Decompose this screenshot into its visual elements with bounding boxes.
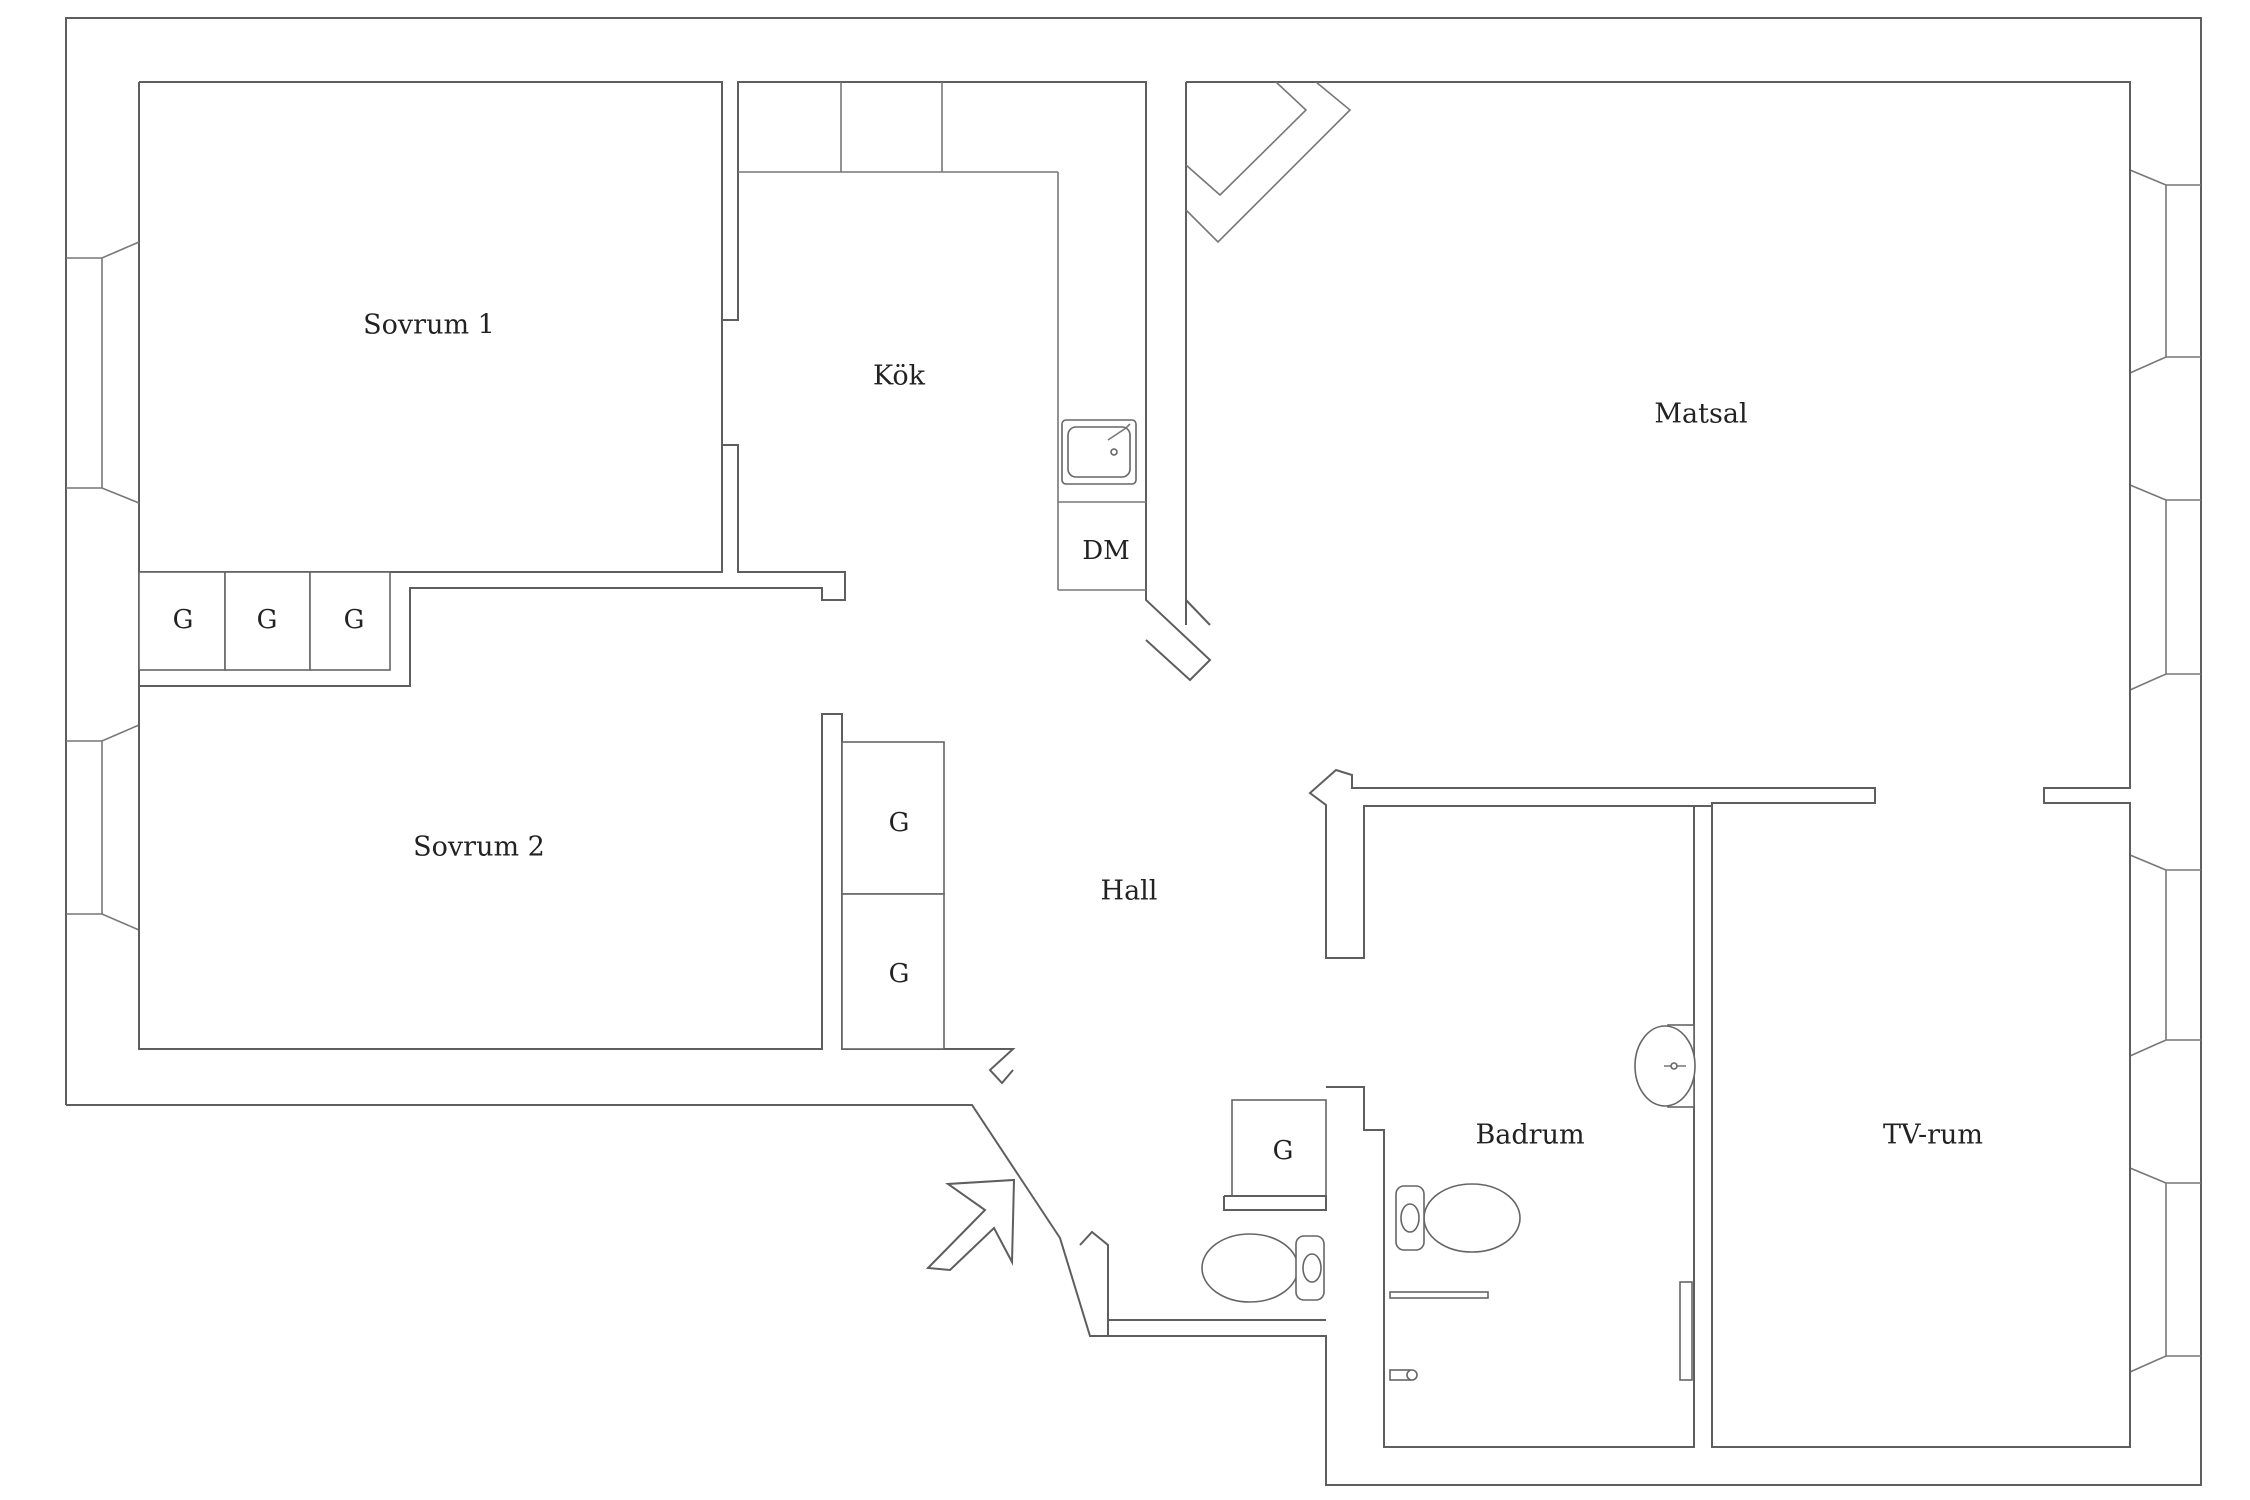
matsal-walls (1185, 81, 2131, 1448)
room-label-sovrum2: Sovrum 2 (413, 832, 545, 863)
closet-label-6: G (1273, 1136, 1294, 1166)
radiator (1679, 1281, 1693, 1381)
closet-label-4: G (889, 808, 910, 838)
room-label-tvrum: TV-rum (1883, 1120, 1983, 1151)
closet-row-top (138, 571, 391, 671)
closet-4 (841, 741, 945, 895)
room-label-badrum: Badrum (1475, 1120, 1584, 1151)
window-right-4 (2129, 1167, 2201, 1373)
kitchen-cabinets (738, 82, 1146, 591)
shower-drain (1389, 1369, 1418, 1381)
wc-walls (1079, 1086, 1365, 1337)
closet-2 (224, 571, 311, 671)
fireplace (1185, 81, 1352, 244)
closet-5 (841, 893, 945, 1050)
entrance-arrow-icon (925, 1178, 1016, 1272)
closet-label-2: G (257, 605, 278, 635)
room-label-sovrum1: Sovrum 1 (363, 310, 495, 341)
dishwasher-label: DM (1082, 536, 1129, 566)
room-label-matsal: Matsal (1654, 399, 1747, 430)
window-right-2 (2129, 484, 2201, 691)
room-label-kok: Kök (873, 361, 926, 392)
window-right-1 (2129, 169, 2201, 374)
window-left-2 (66, 724, 140, 931)
wc-toilet (1201, 1233, 1325, 1303)
bathroom-sink (1634, 1024, 1696, 1108)
closet-label-1: G (173, 605, 194, 635)
outer-walls (65, 17, 2202, 1486)
closet-label-5: G (889, 959, 910, 989)
window-right-3 (2129, 854, 2201, 1057)
closet-column (841, 741, 945, 1050)
shower-screen (1389, 1291, 1489, 1299)
closet-label-3: G (344, 605, 365, 635)
room-label-hall: Hall (1101, 876, 1158, 907)
window-left-1 (66, 241, 140, 504)
kitchen-sink (1061, 419, 1137, 485)
closet-3 (309, 571, 391, 671)
bathroom-toilet (1395, 1183, 1521, 1253)
